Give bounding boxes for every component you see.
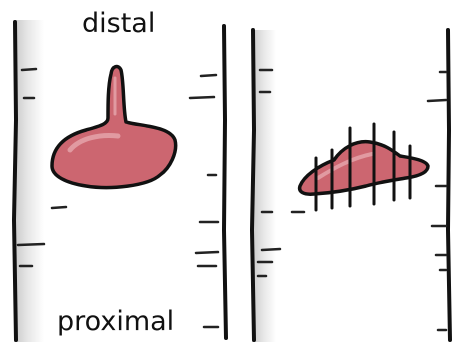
distal-label: distal [82, 8, 155, 39]
left-panel [14, 20, 226, 342]
sessile-lesion [300, 124, 428, 210]
pedunculated-lesion [52, 67, 176, 188]
right-panel-right-border [448, 30, 450, 340]
right-cortex-line [252, 30, 254, 340]
left-panel-outer-ticks [190, 75, 218, 327]
proximal-label: proximal [57, 306, 174, 337]
left-panel-right-border [224, 26, 226, 338]
right-bone-shading [252, 30, 276, 342]
right-panel [252, 30, 450, 342]
left-cortex-line [14, 22, 16, 340]
right-panel-outer-ticks [428, 72, 446, 330]
